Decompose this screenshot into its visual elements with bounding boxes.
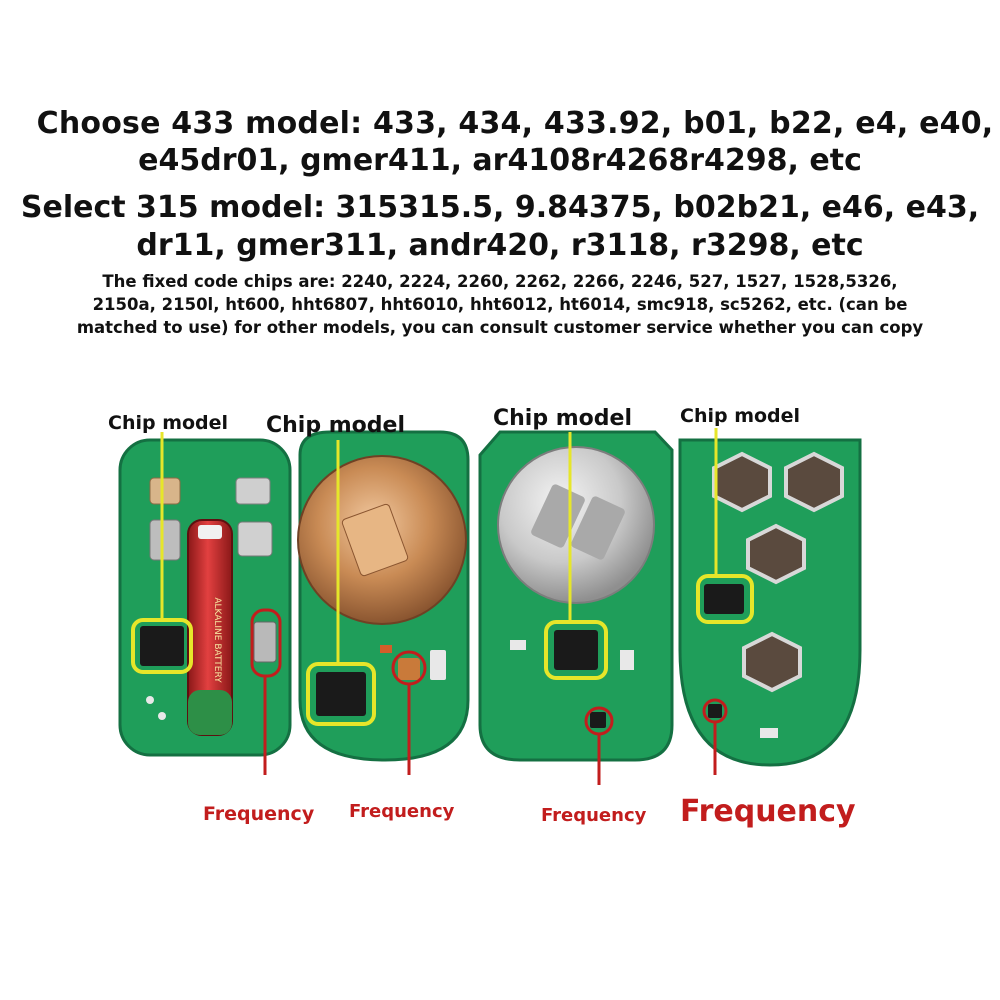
chip-model-label-4: Chip model — [680, 405, 801, 427]
fixed-code-line3: matched to use) for other models, you ca… — [76, 318, 924, 337]
chip-model-label-3: Chip model — [493, 406, 633, 431]
frequency-label-1: Frequency — [203, 803, 315, 825]
fixed-code-line1: The fixed code chips are: 2240, 2224, 22… — [102, 272, 898, 291]
pcb-board-4 — [678, 428, 862, 775]
heading-433-line1: Choose 433 model: 433, 434, 433.92, b01,… — [36, 106, 994, 141]
heading-315-line1: Select 315 model: 315315.5, 9.84375, b02… — [20, 190, 980, 225]
heading-433-line2: e45dr01, gmer411, ar4108r4268r4298, etc — [138, 143, 862, 178]
pcb-board-3 — [478, 430, 674, 785]
chip-model-label-1: Chip model — [108, 412, 229, 434]
frequency-label-2: Frequency — [349, 801, 455, 822]
frequency-label-4: Frequency — [680, 794, 856, 829]
heading-315-line2: dr11, gmer311, andr420, r3118, r3298, et… — [136, 228, 864, 263]
pcb-board-1: ALKALINE BATTERY — [118, 432, 292, 775]
chip-model-label-2: Chip model — [266, 413, 406, 438]
frequency-label-3: Frequency — [541, 805, 647, 826]
fixed-code-line2: 2150a, 2150l, ht600, hht6807, hht6010, h… — [92, 295, 908, 314]
battery-label: ALKALINE BATTERY — [212, 597, 222, 683]
pcb-board-2 — [297, 430, 470, 775]
